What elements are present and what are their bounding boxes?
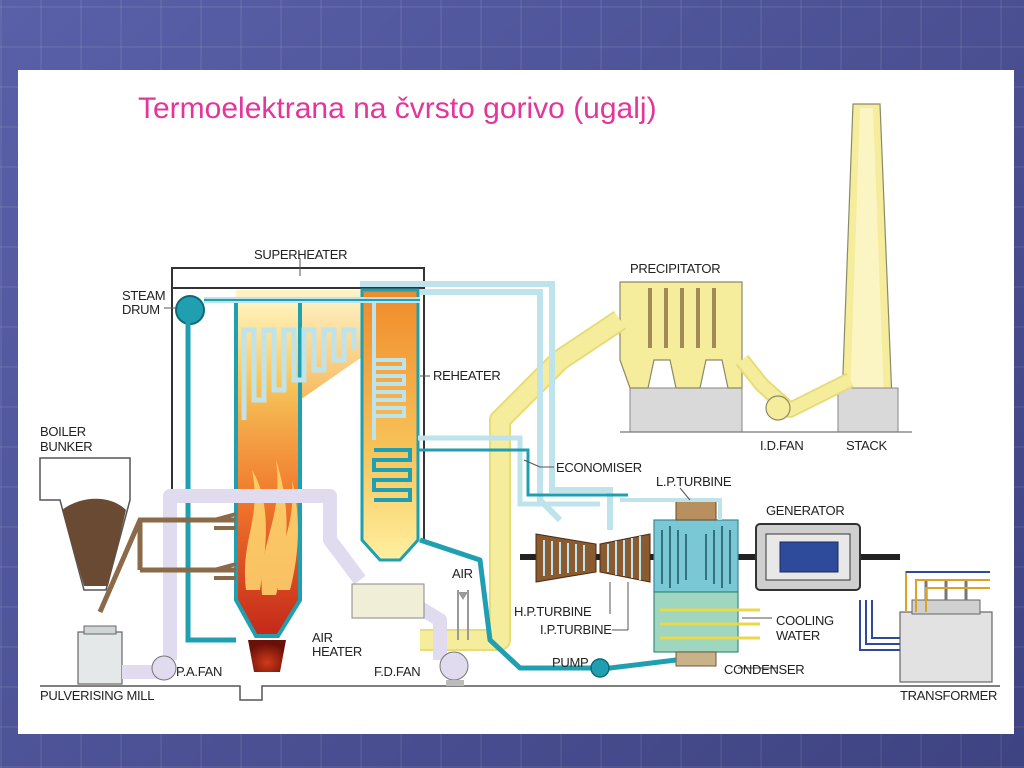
reheat-return-pipe: [418, 435, 600, 507]
id-fan: [765, 395, 791, 421]
hp-turbine-blades: [543, 540, 585, 576]
label-steam-drum-2: DRUM: [122, 302, 160, 317]
label-fd-fan: F.D.FAN: [374, 664, 420, 679]
label-ip-turbine: I.P.TURBINE: [540, 622, 612, 637]
ash-hopper: [248, 640, 286, 672]
ground-line: [40, 685, 1000, 701]
label-stack: STACK: [846, 438, 888, 453]
label-air-heater: AIR: [312, 630, 333, 645]
feed-pump: [590, 658, 610, 678]
label-transformer: TRANSFORMER: [900, 688, 997, 703]
main-steam-pipe: [420, 289, 563, 523]
label-reheater: REHEATER: [433, 368, 500, 383]
label-economiser: ECONOMISER: [556, 460, 642, 475]
label-precipitator: PRECIPITATOR: [630, 261, 720, 276]
pulverising-mill: [77, 631, 123, 685]
label-cooling-water: COOLING: [776, 613, 834, 628]
downcomer-pipe: [185, 322, 236, 643]
label-hp-turbine: H.P.TURBINE: [514, 604, 592, 619]
label-pulverising-mill: PULVERISING MILL: [40, 688, 154, 703]
condenser-steam-pipe: [620, 498, 722, 520]
ip-turbine-blades: [607, 536, 641, 580]
generator: [755, 523, 861, 591]
label-superheater: SUPERHEATER: [254, 247, 347, 262]
stack: [837, 103, 899, 433]
label-lp-turbine: L.P.TURBINE: [656, 474, 732, 489]
label-steam-drum: STEAM: [122, 288, 165, 303]
label-air-heater-2: HEATER: [312, 644, 362, 659]
slide-title: Termoelektrana na čvrsto gorivo (ugalj): [138, 92, 657, 125]
label-pa-fan: P.A.FAN: [176, 664, 222, 679]
economiser-feed-pipe: [418, 448, 628, 497]
air-heater: [351, 583, 425, 619]
reheat-steam-pipe: [360, 281, 613, 530]
label-condenser: CONDENSER: [724, 662, 804, 677]
label-id-fan: I.D.FAN: [760, 438, 803, 453]
generator-to-transformer-cables: [859, 600, 900, 651]
lp-turbine: [653, 499, 739, 593]
superheater-coils: [241, 327, 357, 420]
steam-drum: [175, 295, 205, 325]
pa-fan: [151, 655, 177, 681]
label-boiler-bunker: BOILER: [40, 424, 86, 439]
pa-air-duct: [163, 489, 366, 660]
label-pump: PUMP: [552, 655, 588, 670]
fd-fan: [439, 651, 469, 681]
feed-water-pipe: [419, 537, 677, 671]
economiser-coils: [372, 448, 412, 502]
coal-pile: [62, 498, 126, 586]
reheater-coils: [372, 300, 406, 440]
precipitator: [619, 281, 743, 433]
transformer: [899, 580, 993, 683]
label-air: AIR: [452, 566, 473, 581]
flue-gas-duct-inner: [420, 312, 625, 649]
label-cooling-water-2: WATER: [776, 628, 820, 643]
condenser: [653, 591, 760, 667]
air-intake: [457, 590, 469, 640]
label-boiler-bunker-2: BUNKER: [40, 439, 92, 454]
burners: [213, 512, 237, 580]
reheater-column: [360, 288, 420, 562]
air-intake-arrow: [458, 592, 468, 600]
label-generator: GENERATOR: [766, 503, 844, 518]
